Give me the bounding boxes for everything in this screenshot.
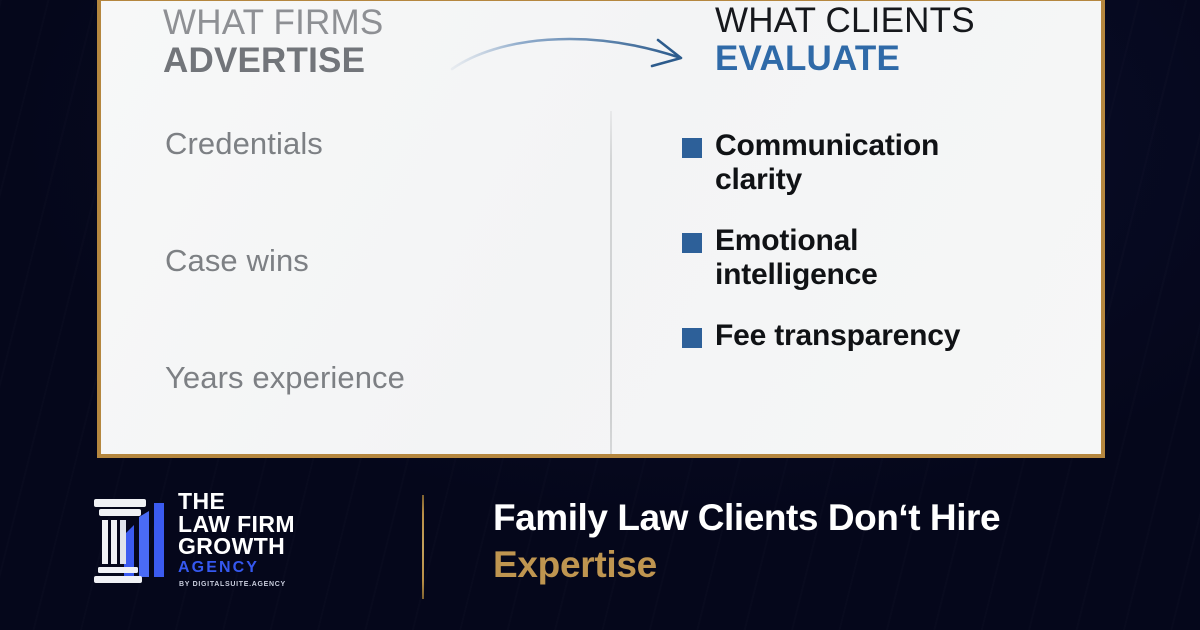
footer-headline-line1: Family Law Clients Don‘t Hire bbox=[493, 497, 1001, 538]
brand-logo: THE LAW FIRM GROWTH AGENCY BY DIGITALSUI… bbox=[92, 483, 322, 593]
list-item-label: Communication clarity bbox=[715, 129, 940, 196]
logo-line-growth: GROWTH bbox=[178, 533, 286, 560]
column-divider bbox=[610, 111, 612, 454]
logo-tagline: BY DIGITALSUITE.AGENCY bbox=[179, 580, 286, 588]
left-heading-line1: WHAT FIRMS bbox=[163, 3, 384, 42]
left-column-heading: WHAT FIRMS ADVERTISE bbox=[163, 3, 384, 81]
list-item: Emotional intelligence bbox=[682, 224, 1082, 291]
list-item-label: Emotional intelligence bbox=[715, 224, 878, 291]
list-item: Case wins bbox=[165, 243, 309, 278]
square-bullet-icon bbox=[682, 233, 702, 254]
square-bullet-icon bbox=[682, 138, 702, 158]
comparison-card: WHAT FIRMS ADVERTISE WHAT CLIENTS EVALUA… bbox=[97, 0, 1105, 458]
pillar-bars-logo-icon bbox=[92, 491, 170, 585]
list-item: Fee transparency bbox=[682, 319, 1082, 353]
right-column-heading: WHAT CLIENTS EVALUATE bbox=[715, 1, 975, 79]
curved-arrow-icon bbox=[446, 13, 706, 93]
gold-divider-rule bbox=[0, 466, 1200, 469]
footer-bar: THE LAW FIRM GROWTH AGENCY BY DIGITALSUI… bbox=[0, 469, 1200, 630]
footer-headline: Family Law Clients Don‘t Hire Expertise bbox=[493, 497, 1153, 587]
footer-vertical-divider bbox=[422, 495, 424, 599]
list-item: Communication clarity bbox=[682, 129, 1082, 196]
firms-advertise-list: Credentials Case wins Years experience bbox=[165, 126, 585, 454]
list-item-label: Fee transparency bbox=[715, 319, 961, 353]
list-item: Credentials bbox=[165, 126, 323, 161]
logo-line-agency: AGENCY bbox=[178, 558, 260, 576]
clients-evaluate-list: Communication clarity Emotional intellig… bbox=[682, 129, 1082, 381]
logo-line-the: THE bbox=[178, 488, 226, 515]
list-item: Years experience bbox=[165, 360, 406, 395]
right-heading-line2: EVALUATE bbox=[715, 39, 901, 79]
right-heading-line1: WHAT CLIENTS bbox=[715, 1, 975, 40]
left-heading-line2: ADVERTISE bbox=[163, 41, 366, 81]
square-bullet-icon bbox=[682, 328, 702, 349]
footer-headline-line2: Expertise bbox=[493, 543, 657, 585]
comparison-card-inner: WHAT FIRMS ADVERTISE WHAT CLIENTS EVALUA… bbox=[101, 1, 1101, 454]
logo-line-lawfirm: LAW FIRM bbox=[178, 510, 295, 537]
brand-logo-text: THE LAW FIRM GROWTH AGENCY BY DIGITALSUI… bbox=[178, 488, 295, 588]
